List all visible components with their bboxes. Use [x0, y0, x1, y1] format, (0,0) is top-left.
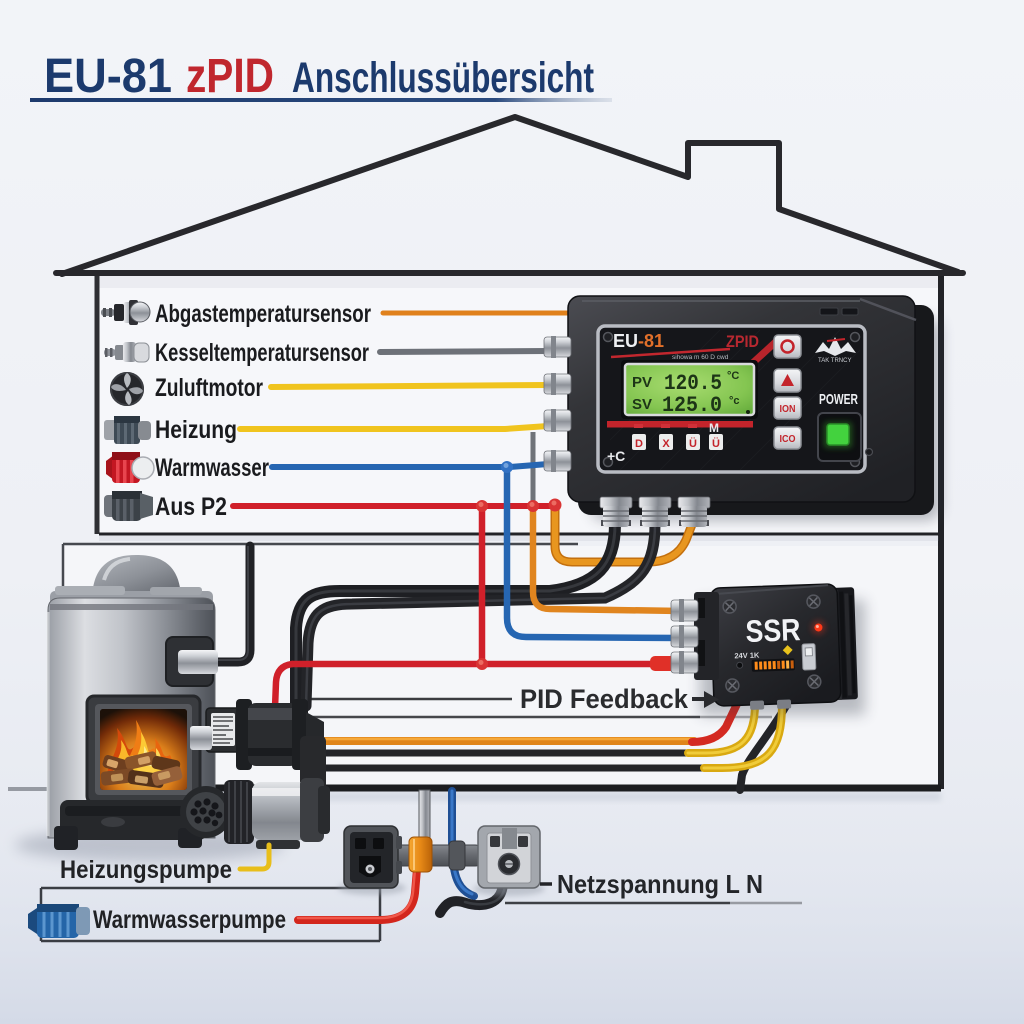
svg-text:SV: SV: [632, 396, 652, 413]
svg-text:125.0: 125.0: [662, 393, 722, 418]
svg-text:ZPID: ZPID: [726, 332, 759, 351]
svg-text:X: X: [662, 438, 670, 450]
svg-text:Anschlussübersicht: Anschlussübersicht: [292, 54, 594, 102]
svg-text:ION: ION: [780, 404, 796, 415]
svg-text:Kesseltemperatursensor: Kesseltemperatursensor: [155, 339, 369, 367]
svg-text:EU: EU: [613, 331, 638, 351]
svg-text:+C: +C: [607, 448, 625, 464]
svg-text:EU-81: EU-81: [44, 50, 172, 103]
svg-text:sihowa m 60 D cwd: sihowa m 60 D cwd: [672, 354, 729, 361]
svg-text:Warmwasserpumpe: Warmwasserpumpe: [93, 906, 286, 934]
svg-text:POWER: POWER: [819, 391, 858, 408]
svg-text:Warmwasser: Warmwasser: [155, 454, 269, 482]
svg-text:Heizungspumpe: Heizungspumpe: [60, 856, 232, 884]
svg-text:zPID: zPID: [186, 50, 274, 103]
svg-text:ICO: ICO: [780, 434, 796, 445]
svg-text:°c: °c: [729, 395, 740, 407]
svg-text:Netzspannung L N: Netzspannung L N: [557, 869, 763, 899]
svg-text:Ü: Ü: [712, 437, 720, 450]
svg-text:SSR: SSR: [745, 612, 801, 649]
svg-text:TAK TRNCY: TAK TRNCY: [818, 358, 851, 364]
svg-text:120.5: 120.5: [664, 371, 722, 396]
svg-text:°C: °C: [727, 370, 739, 382]
svg-text:Ü: Ü: [689, 437, 697, 450]
svg-text:Abgastemperatursensor: Abgastemperatursensor: [155, 300, 371, 328]
svg-text:Aus P2: Aus P2: [155, 493, 227, 521]
svg-text:-81: -81: [638, 331, 664, 351]
svg-text:D: D: [635, 438, 643, 450]
svg-text:PID Feedback: PID Feedback: [520, 684, 689, 714]
svg-text:M: M: [709, 421, 719, 435]
svg-text:PV: PV: [632, 374, 652, 391]
svg-text:Zuluftmotor: Zuluftmotor: [155, 374, 263, 402]
svg-text:Heizung: Heizung: [155, 416, 237, 444]
svg-text:24V 1K: 24V 1K: [734, 651, 760, 661]
